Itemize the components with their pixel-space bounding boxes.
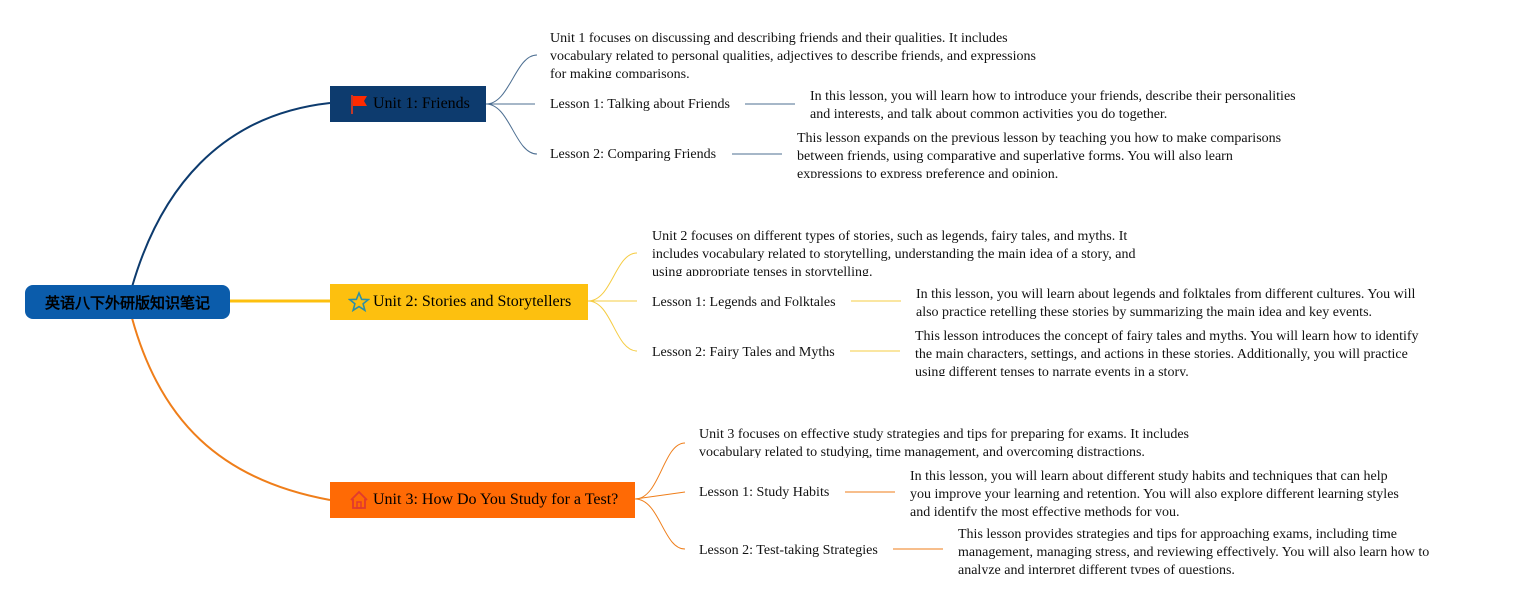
unit-2-node[interactable]: Unit 2: Stories and Storytellers — [330, 284, 588, 320]
star-icon — [348, 291, 370, 313]
unit-2-title: Unit 2: Stories and Storytellers — [373, 293, 572, 310]
house-icon — [350, 490, 368, 509]
root-topic[interactable]: 英语八下外研版知识笔记 — [25, 285, 230, 319]
unit-3-summary: Unit 3 focuses on effective study strate… — [699, 427, 1189, 458]
unit-1-title: Unit 1: Friends — [373, 95, 470, 112]
unit3-lesson2-branch — [634, 498, 686, 550]
unit2-summary-branch — [587, 252, 638, 302]
unit-1-lesson-2-description: This lesson expands on the previous less… — [797, 131, 1282, 178]
unit3-lesson1-branch — [634, 491, 686, 500]
unit-1-summary: Unit 1 focuses on discussing and describ… — [550, 31, 1036, 78]
root-to-unit3-line — [131, 317, 331, 501]
root-title: 英语八下外研版知识笔记 — [44, 293, 210, 312]
unit2-lesson2-branch — [587, 300, 638, 352]
unit1-lesson2-branch — [485, 103, 538, 155]
unit-2-summary: Unit 2 focuses on different types of sto… — [652, 229, 1136, 276]
unit-2-lesson-1-title[interactable]: Lesson 1: Legends and Folktales — [652, 295, 836, 310]
unit-2-lesson-1-description: In this lesson, you will learn about leg… — [916, 287, 1416, 320]
unit-3-title: Unit 3: How Do You Study for a Test? — [373, 491, 619, 508]
unit-1-lesson-1-title[interactable]: Lesson 1: Talking about Friends — [550, 97, 730, 112]
unit-1-node[interactable]: Unit 1: Friends — [330, 86, 486, 122]
flag-icon — [351, 95, 367, 114]
unit3-summary-branch — [634, 442, 686, 500]
unit-1-lesson-2-title[interactable]: Lesson 2: Comparing Friends — [550, 147, 717, 162]
unit-1-lesson-1-description: In this lesson, you will learn how to in… — [810, 89, 1296, 122]
unit-3-lesson-2-title[interactable]: Lesson 2: Test-taking Strategies — [699, 543, 878, 558]
root-to-unit1-line — [131, 102, 331, 288]
unit-3-node[interactable]: Unit 3: How Do You Study for a Test? — [330, 482, 635, 518]
unit-2-lesson-2-description: This lesson introduces the concept of fa… — [915, 329, 1419, 376]
unit-3-lesson-1-title[interactable]: Lesson 1: Study Habits — [699, 485, 830, 500]
unit-3-lesson-1-description: In this lesson, you will learn about dif… — [910, 469, 1399, 516]
unit1-summary-branch — [485, 54, 538, 105]
unit-2-lesson-2-title[interactable]: Lesson 2: Fairy Tales and Myths — [652, 345, 835, 360]
unit-3-lesson-2-description: This lesson provides strategies and tips… — [958, 527, 1430, 574]
